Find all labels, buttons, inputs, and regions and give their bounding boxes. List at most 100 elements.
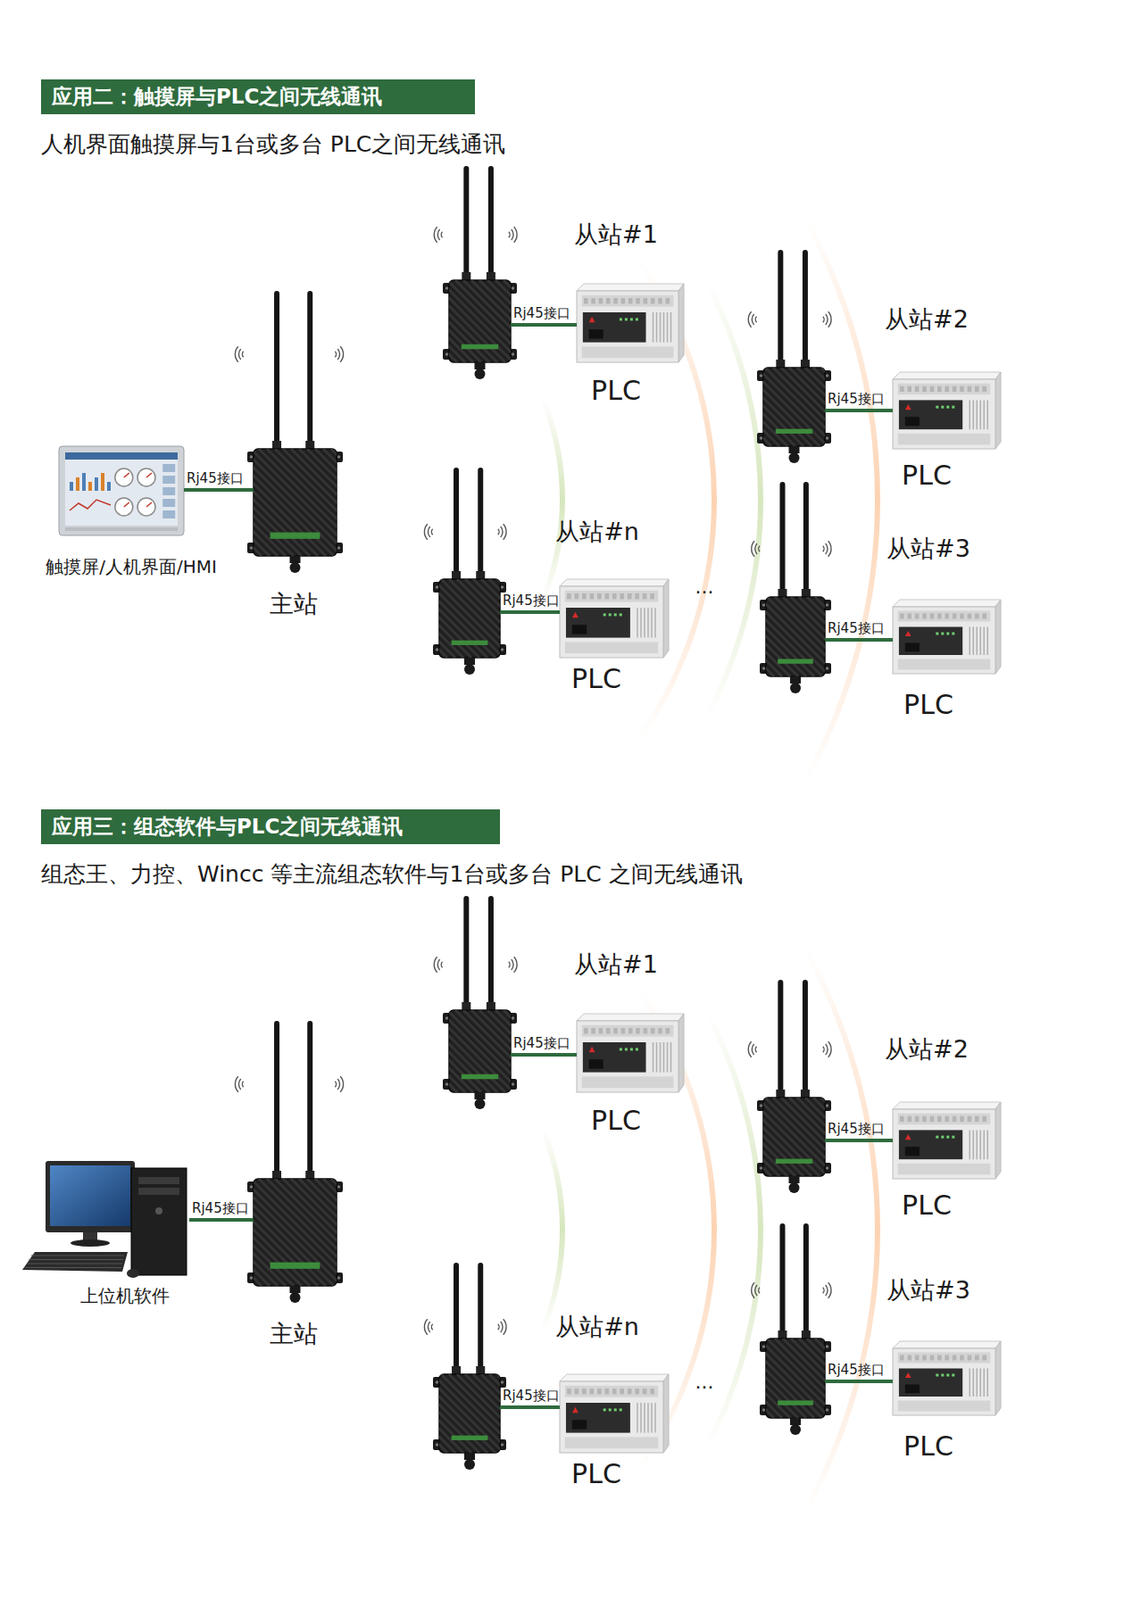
terminal-screw bbox=[944, 386, 949, 392]
cable-gland-nut bbox=[464, 664, 475, 675]
terminal-screw bbox=[583, 1028, 589, 1034]
vent-slot bbox=[656, 1042, 658, 1074]
device-label: 触摸屏/人机界面/HMI bbox=[45, 555, 217, 580]
wave-arc bbox=[822, 545, 825, 552]
terminal-screw bbox=[612, 593, 617, 600]
terminal-row bbox=[565, 1437, 658, 1449]
status-led bbox=[940, 1374, 944, 1378]
vent-slot bbox=[983, 1369, 986, 1399]
plc-top-face bbox=[559, 1374, 669, 1382]
terminal-screw bbox=[621, 1028, 626, 1034]
vent-slot bbox=[643, 607, 646, 639]
status-led bbox=[940, 1136, 944, 1140]
device-label: 从站#2 bbox=[884, 1033, 969, 1066]
plc-unit: PLC bbox=[576, 291, 679, 363]
body-ribs bbox=[439, 579, 500, 658]
antenna bbox=[307, 291, 313, 453]
terminal-screw bbox=[657, 298, 663, 304]
cable-gland-nut bbox=[789, 1182, 800, 1194]
terminal-screw bbox=[967, 614, 973, 620]
plc-side-face bbox=[678, 283, 684, 363]
status-led bbox=[951, 1136, 955, 1140]
wave-arc bbox=[340, 346, 345, 363]
terminal-row bbox=[582, 1025, 675, 1038]
rib bbox=[489, 1374, 500, 1454]
vent-slot bbox=[654, 1403, 657, 1434]
terminal-screw bbox=[628, 298, 633, 304]
status-led bbox=[614, 613, 617, 616]
terminal-screw bbox=[937, 1116, 942, 1123]
wave-arc bbox=[337, 1079, 342, 1091]
mount-hole bbox=[337, 546, 342, 550]
terminal-screw bbox=[982, 1356, 987, 1362]
rib bbox=[789, 1098, 825, 1177]
mount-hole bbox=[500, 1443, 505, 1448]
wave-arc bbox=[431, 528, 433, 535]
hmi-bottom-strip bbox=[65, 527, 178, 532]
wave-arc bbox=[441, 231, 443, 238]
terminal-screw bbox=[967, 1356, 973, 1362]
status-led bbox=[946, 1374, 949, 1378]
section-subtitle: 组态王、力控、Wincc 等主流组态软件与1台或多台 PLC 之间无线通讯 bbox=[41, 859, 743, 890]
mount-hole bbox=[445, 286, 450, 291]
antenna bbox=[477, 467, 483, 583]
signal-waves bbox=[507, 226, 517, 243]
key-row bbox=[31, 1255, 125, 1257]
hmi-frame bbox=[58, 446, 184, 536]
wave-arc bbox=[755, 1046, 758, 1053]
wave-arc bbox=[507, 231, 510, 238]
cable-gland-nut bbox=[789, 452, 800, 464]
rib bbox=[815, 1339, 825, 1419]
terminal-screw bbox=[967, 1116, 973, 1123]
hmi-trend bbox=[69, 499, 111, 511]
terminal-screw bbox=[599, 298, 604, 304]
terminal-screw bbox=[915, 1356, 920, 1362]
device-illustration bbox=[892, 1109, 996, 1180]
terminal-screw bbox=[922, 1116, 927, 1123]
rib bbox=[481, 1374, 500, 1454]
terminal-row bbox=[898, 383, 991, 395]
terminal-screw bbox=[944, 1116, 949, 1123]
wave-arc bbox=[827, 1282, 833, 1299]
wave-arc bbox=[437, 229, 442, 242]
mount-hole bbox=[825, 1104, 830, 1108]
terminal-screw bbox=[952, 1356, 958, 1362]
terminal-screw bbox=[974, 1356, 980, 1362]
plc-front bbox=[892, 607, 996, 675]
rj45-cable bbox=[189, 1218, 254, 1223]
terminal-screw bbox=[613, 1028, 618, 1034]
port-label: Rj45接口 bbox=[502, 1388, 560, 1406]
signal-waves bbox=[822, 311, 832, 328]
wave-arc bbox=[748, 1041, 753, 1058]
signal-waves bbox=[507, 957, 517, 974]
terminal-screw bbox=[634, 1389, 640, 1395]
plc-unit: PLC bbox=[559, 1381, 664, 1454]
cable-gland bbox=[290, 556, 301, 564]
rib bbox=[489, 579, 500, 658]
terminal-screw bbox=[915, 1116, 920, 1123]
wave-arc bbox=[510, 959, 515, 972]
mount-hole bbox=[762, 1345, 766, 1349]
rib bbox=[807, 597, 825, 677]
radio-nameplate bbox=[777, 658, 814, 664]
wave-arc bbox=[238, 349, 242, 361]
hmi-bar bbox=[100, 473, 105, 492]
rib bbox=[266, 449, 337, 557]
wave-arc bbox=[822, 316, 825, 323]
vent-slot bbox=[670, 1042, 673, 1074]
signal-waves bbox=[822, 541, 832, 558]
status-led bbox=[624, 1048, 628, 1051]
rib bbox=[807, 1339, 825, 1419]
device-label: PLC bbox=[590, 1105, 641, 1137]
terminal-screw bbox=[613, 298, 618, 304]
hmi-bar bbox=[82, 473, 86, 492]
signal-arc bbox=[705, 1014, 764, 1448]
terminal-screw bbox=[606, 298, 611, 304]
rib bbox=[463, 1010, 511, 1093]
terminal-row bbox=[565, 1386, 658, 1399]
terminal-screw bbox=[604, 1389, 609, 1395]
rib bbox=[315, 449, 337, 557]
plc-unit: PLC bbox=[576, 1021, 679, 1093]
vent-slot bbox=[654, 607, 657, 639]
status-led bbox=[619, 317, 623, 321]
